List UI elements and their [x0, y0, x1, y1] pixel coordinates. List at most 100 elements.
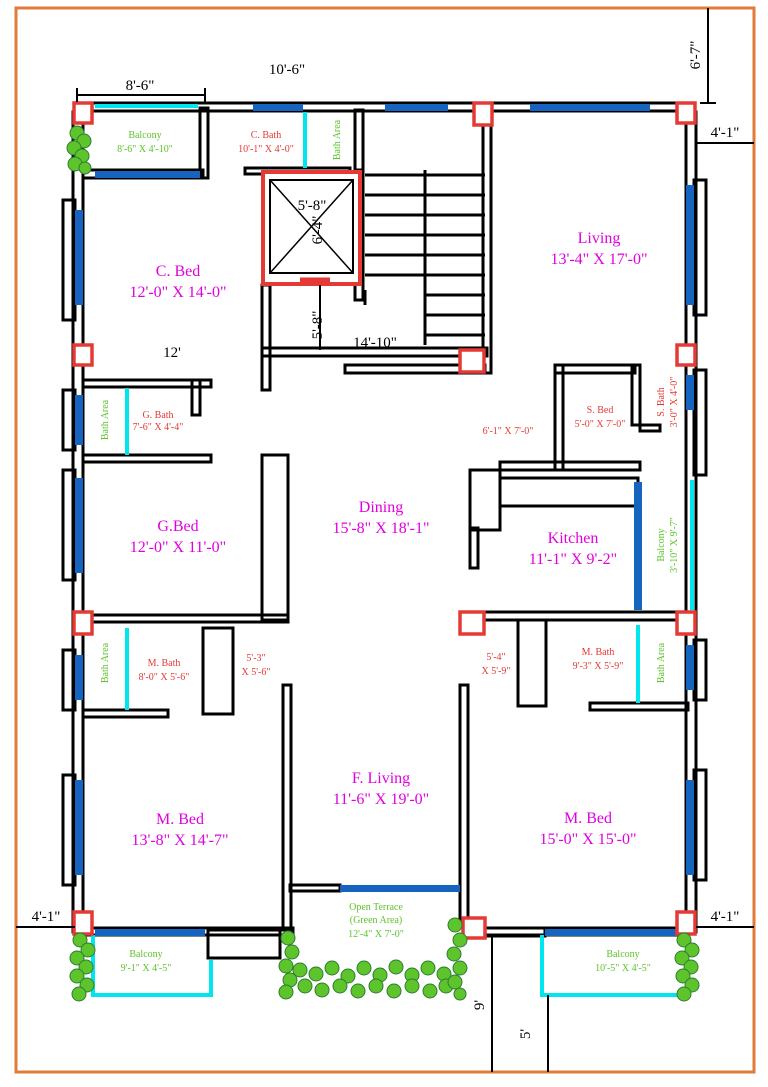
room-cbed-name: C. Bed: [156, 263, 200, 280]
wall-kitchen-box: [468, 468, 502, 532]
window-right-sbath: [686, 375, 694, 410]
wall-passage-left: [201, 626, 235, 716]
window-balcony-top: [95, 171, 200, 178]
dim-bottom-vertical-a: 9': [472, 1000, 488, 1011]
wall-flive-right: [458, 683, 470, 922]
staircase: [363, 170, 485, 345]
balcony-kitchen-name: Balcony: [656, 528, 667, 561]
room-kitchen-size: 11'-1" X 9'-2": [529, 551, 617, 568]
room-living-name: Living: [578, 230, 621, 247]
wall-living-sbed: [553, 363, 637, 375]
plant-bottom-right: [674, 932, 700, 1002]
room-gbath-name: G. Bath: [142, 410, 173, 421]
room-mbath-right-size: 9'-3" X 5'-9": [573, 661, 624, 672]
room-dining-name: Dining: [359, 499, 403, 516]
column-right-3: [675, 610, 697, 636]
terrace-line1: Open Terrace: [349, 902, 403, 913]
passage-left-line1: 5'-3": [246, 653, 265, 664]
room-mbed-left-size: 13'-8" X 14'-7": [131, 832, 228, 849]
openings: [91, 104, 694, 997]
room-fliving-name: F. Living: [352, 770, 410, 787]
terrace-line3: 12'-4" X 7'-0": [348, 929, 404, 940]
wall-mbath-mbed: [81, 708, 170, 719]
balcony-br-size: 10'-5" X 4'-5": [595, 963, 651, 974]
wall-sbed-left: [553, 363, 565, 472]
passage-right-line2: X 5'-9": [482, 666, 511, 677]
column-bl: [72, 910, 94, 936]
column-kitchen: [458, 610, 486, 636]
column-left-2: [72, 343, 94, 367]
window-kitchen: [634, 482, 642, 610]
wall-cbath-right: [353, 108, 365, 177]
room-mbed-right-size: 15'-0" X 15'-0": [539, 831, 636, 848]
wall-flive-bottom-left: [288, 883, 342, 893]
wall-gbath-gbed: [81, 453, 213, 464]
wall-sbath-bottom: [638, 423, 662, 433]
room-mbed-right-name: M. Bed: [564, 810, 612, 827]
window-right-mbath: [686, 645, 694, 690]
wall-balcony-side: [198, 106, 210, 180]
balcony-bottom-right-outline: [540, 935, 686, 997]
wall-lift-left: [260, 283, 272, 392]
passage-left-line2: X 5'-6": [242, 667, 271, 678]
room-mbath-left-size: 8'-0" X 5'-6": [139, 672, 190, 683]
dim-bottom-left: 4'-1": [32, 909, 61, 925]
wall-lift-bottom: [260, 346, 489, 358]
room-kitchen-name: Kitchen: [548, 530, 599, 547]
dim-top-left: 8'-6": [126, 78, 155, 94]
balcony-top-size: 8'-6" X 4'-10": [117, 144, 173, 155]
dim-top-right-vertical: 6'-7": [688, 41, 704, 70]
dim-stair-landing: 14'-10": [353, 335, 397, 351]
room-gbath-size: 7'-6" X 4'-4": [133, 422, 184, 433]
room-fliving-size: 11'-6" X 19'-0": [333, 791, 429, 808]
wall-kitchen-bottom: [476, 610, 690, 622]
room-dining-size: 15'-8" X 18'-1": [332, 520, 429, 537]
column-tl: [72, 101, 94, 125]
dim-bottom-right: 4'-1": [711, 909, 740, 925]
balcony-br-name: Balcony: [606, 949, 639, 960]
window-left-gbed: [75, 478, 83, 573]
dim-top-mid: 10'-6": [269, 62, 305, 78]
dim-right-top: 4'-1": [711, 125, 740, 141]
room-cbath-size: 10'-1" X 4'-0": [238, 144, 294, 155]
columns: [72, 101, 697, 940]
column-bottom-mid: [461, 916, 487, 940]
wall-jamb-right-2: [692, 368, 708, 477]
plot-boundary: [14, 6, 756, 1074]
lift: [261, 170, 362, 286]
room-lobby-right-size: 6'-1" X 7'-0": [483, 426, 534, 437]
column-br: [675, 910, 697, 936]
plant-bottom-left: [69, 932, 96, 1002]
wall-gbath-side: [190, 378, 202, 417]
room-cbed-size: 12'-0" X 14'-0": [129, 284, 226, 301]
window-top-living: [530, 104, 650, 111]
room-cbath-name: C. Bath: [251, 130, 282, 141]
terrace-line2: (Green Area): [350, 915, 402, 926]
bath-area-m-left: Bath Area: [100, 642, 111, 683]
dim-bottom-vertical-b: 5': [518, 1029, 534, 1040]
balcony-bl-name: Balcony: [129, 949, 162, 960]
dim-mid-left: 12': [163, 345, 181, 361]
lift-inner: [269, 179, 354, 274]
window-balcony-br: [545, 929, 685, 936]
column-right-2: [675, 343, 697, 367]
balcony-bl-size: 9'-1" X 4'-5": [121, 963, 172, 974]
balcony-kitchen-size: 3'-10" X 9'-7": [669, 517, 680, 573]
window-right-living: [686, 185, 694, 305]
window-left-mbed: [75, 780, 83, 875]
room-sbed-name: S. Bed: [587, 405, 614, 416]
plant-top-left: [66, 125, 92, 175]
column-left-3: [72, 610, 94, 636]
room-mbed-left-name: M. Bed: [156, 811, 204, 828]
bath-area-c: Bath Area: [332, 119, 343, 160]
window-balcony-bl: [95, 929, 205, 936]
column-top-mid: [472, 101, 494, 127]
window-left-cbed: [75, 210, 83, 305]
room-sbed-size: 5'-0" X 7'-0": [575, 419, 626, 430]
room-gbed-name: G.Bed: [157, 518, 198, 535]
window-top-cbath: [253, 104, 303, 111]
wall-passage-right: [516, 618, 548, 708]
window-left-gbath: [75, 395, 83, 445]
wall-stair-exit: [483, 926, 547, 938]
